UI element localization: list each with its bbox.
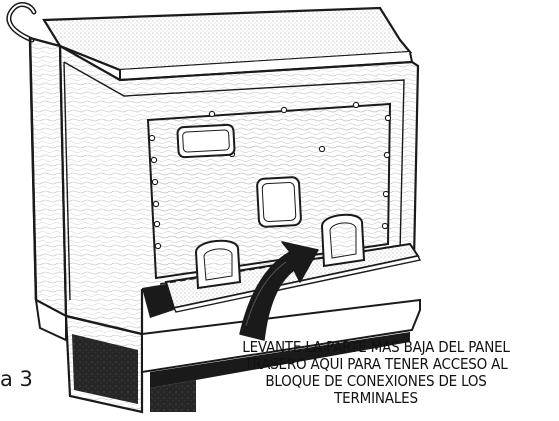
callout-line: TERMINALES xyxy=(334,389,418,407)
callout-line: BLOQUE DE CONEXIONES DE LOS xyxy=(265,372,487,390)
side-panel xyxy=(28,36,68,342)
figure-label: a 3 xyxy=(0,367,33,391)
callout-line: LEVANTE LA PARTE MAS BAJA DEL PANEL xyxy=(242,338,510,356)
base xyxy=(64,298,421,414)
lift-arrow xyxy=(239,241,319,341)
instruction-callout: LEVANTE LA PARTE MAS BAJA DEL PANEL TRAS… xyxy=(196,339,556,407)
callout-line: TRASERO AQUI PARA TENER ACCESO AL xyxy=(244,355,508,373)
dark-base-left xyxy=(72,334,138,404)
terminal-block-opening xyxy=(142,284,174,318)
terminal-cover-plate xyxy=(159,213,422,313)
dark-base-front xyxy=(150,332,410,388)
